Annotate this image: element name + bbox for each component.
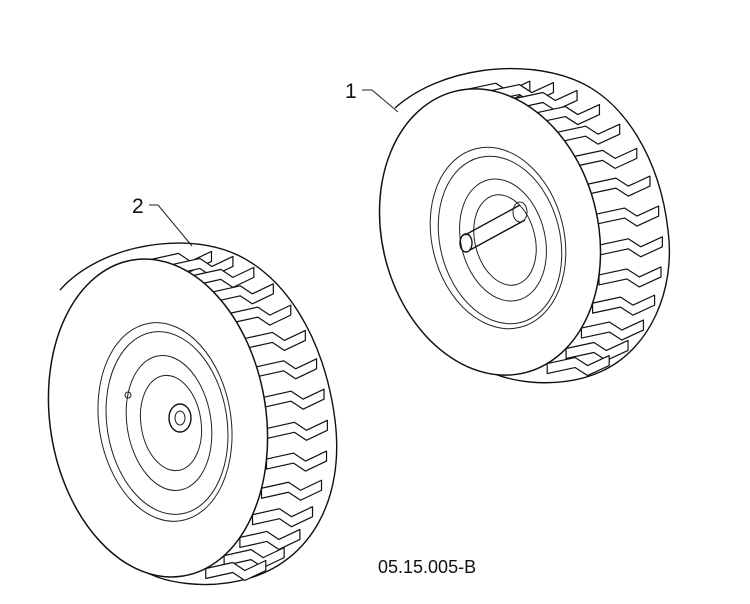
- tread-lug: [265, 450, 328, 472]
- tread-lug: [596, 205, 660, 227]
- wheel-assembly-2: [47, 242, 338, 586]
- tread-lug: [587, 175, 651, 197]
- tread-lug: [565, 339, 629, 362]
- callout-label-1: 1: [345, 80, 357, 103]
- drawing-code: 05.15.005-B: [378, 557, 476, 577]
- tread-lug: [598, 266, 662, 288]
- tread-lug: [251, 506, 314, 528]
- tread-lugs-2: [150, 250, 328, 582]
- callout-label-2: 2: [132, 195, 144, 218]
- tread-lug: [574, 147, 638, 169]
- tread-lug: [244, 329, 306, 352]
- tread-lugs-1: [467, 80, 663, 377]
- callout-2: 2: [132, 195, 193, 247]
- tread-lug: [580, 319, 645, 341]
- tread-lug: [599, 236, 663, 258]
- callout-1: 1: [345, 80, 399, 113]
- tread-lug: [212, 283, 274, 305]
- wheel-assembly-1: [378, 67, 671, 384]
- tread-lug: [205, 559, 267, 582]
- tread-lug: [557, 123, 621, 145]
- tread-lug: [263, 388, 325, 410]
- tread-lug: [255, 358, 318, 380]
- tread-lug: [591, 294, 656, 316]
- tread-lug: [260, 479, 323, 501]
- tread-lug: [230, 304, 292, 326]
- tread-lug: [546, 354, 610, 377]
- tread-lug: [266, 419, 328, 441]
- tread-lug: [239, 528, 301, 551]
